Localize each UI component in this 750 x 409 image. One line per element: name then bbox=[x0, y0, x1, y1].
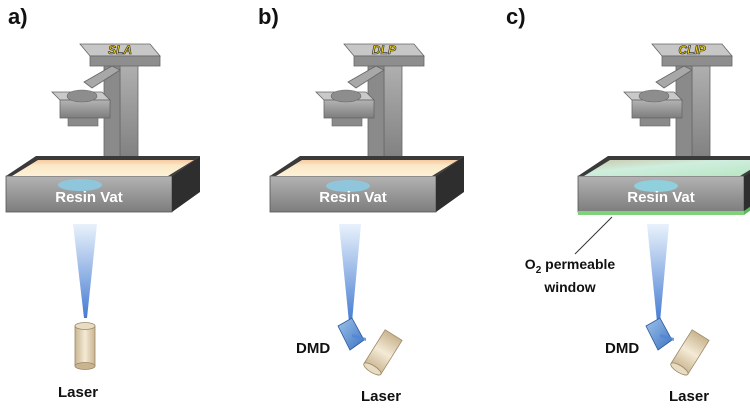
panel-letter-a: a) bbox=[8, 4, 28, 29]
projected-beam bbox=[339, 224, 361, 322]
panel-b-dlp: Resin Vat DLP bbox=[269, 43, 465, 376]
dmd-mirror-icon bbox=[645, 317, 673, 351]
resin-surface bbox=[276, 160, 458, 176]
panel-a-sla: Resin Vat SLA bbox=[5, 43, 201, 370]
o2-window-label-o: O bbox=[524, 256, 536, 272]
dmd-mirror-icon bbox=[337, 317, 365, 351]
panel-letter-c: c) bbox=[506, 4, 526, 29]
printed-part bbox=[634, 180, 678, 192]
resin-surface bbox=[584, 160, 750, 176]
printed-part bbox=[326, 180, 370, 192]
o2-window-label-line2: window bbox=[544, 278, 596, 295]
laser-label-b: Laser bbox=[361, 388, 402, 405]
laser-label-c: Laser bbox=[669, 388, 710, 405]
laser-label-a: Laser bbox=[58, 384, 99, 401]
o2-window-side bbox=[744, 206, 750, 215]
window-leader-line bbox=[574, 216, 613, 255]
laser-icon bbox=[363, 329, 403, 376]
resin-surface bbox=[12, 160, 194, 176]
vat-label-a: Resin Vat bbox=[55, 189, 123, 206]
reflected-beam bbox=[352, 334, 366, 341]
plate-label-a: SLA bbox=[108, 43, 132, 57]
laser-icon bbox=[670, 329, 710, 376]
plate-label-c: CLIP bbox=[678, 43, 706, 57]
dmd-label-c: DMD bbox=[605, 340, 640, 357]
panel-c-clip: Resin Vat CLIP bbox=[574, 43, 750, 376]
printed-part bbox=[58, 179, 102, 191]
o2-window-label-sub: 2 bbox=[535, 264, 542, 276]
laser-icon bbox=[74, 322, 96, 370]
o2-window bbox=[578, 211, 744, 215]
vat-label-c: Resin Vat bbox=[627, 189, 695, 206]
laser-beam bbox=[73, 224, 97, 318]
reflected-beam bbox=[660, 334, 674, 341]
o2-window-label-rest: permeable bbox=[541, 256, 616, 272]
vat-label-b: Resin Vat bbox=[319, 189, 387, 206]
projected-beam bbox=[647, 224, 669, 322]
dmd-label-b: DMD bbox=[296, 340, 331, 357]
o2-window-label: O2 permeable window bbox=[510, 256, 630, 296]
panel-letter-b: b) bbox=[258, 4, 279, 29]
plate-label-b: DLP bbox=[372, 43, 397, 57]
